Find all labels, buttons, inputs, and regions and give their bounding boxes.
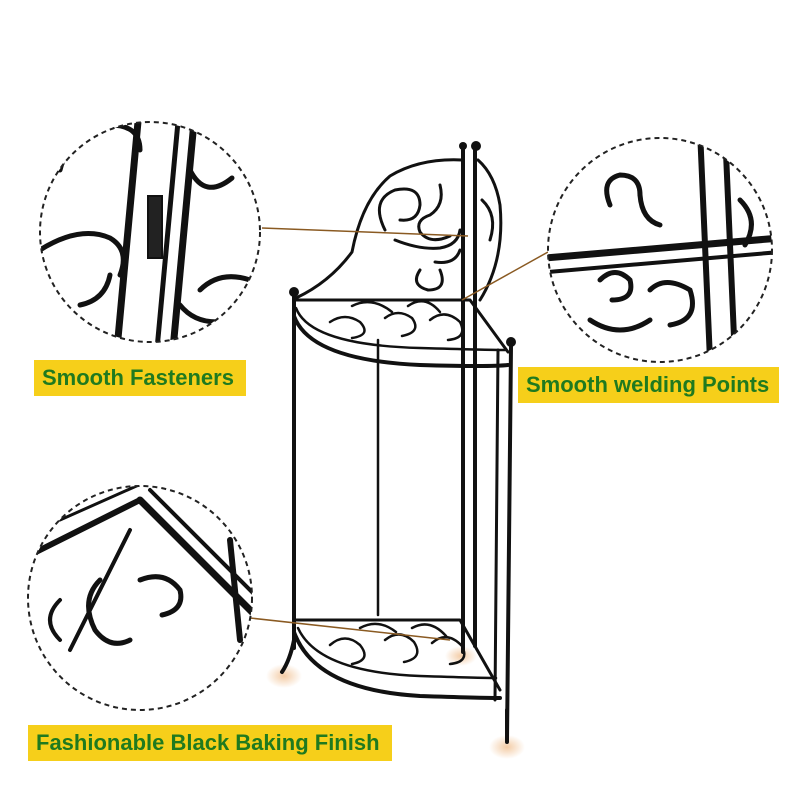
bottom-shelf-front [292, 630, 502, 700]
leader-lines [249, 227, 549, 641]
zoom-circle-finish [27, 485, 253, 711]
fastener-hinge [147, 195, 163, 259]
foot-glow-middle [445, 646, 477, 666]
top-shelf-front [292, 314, 510, 368]
zoom-border [547, 137, 773, 363]
front-finial-right [506, 337, 516, 347]
zoom-border [27, 485, 253, 711]
leader-finish [249, 617, 451, 641]
leader-fasteners [261, 227, 469, 237]
foot-glow-right [489, 735, 525, 759]
front-finial-left [289, 287, 299, 297]
post-finial-left [459, 142, 467, 150]
backrest-arch [294, 158, 464, 300]
foot-left [280, 638, 296, 674]
zoom-circle-welding [547, 137, 773, 363]
foot-glow-left [266, 664, 302, 688]
corner-shelf [266, 141, 525, 759]
label-smooth-fasteners: Smooth Fasteners [34, 360, 246, 396]
zoom-border [39, 121, 261, 343]
front-post-right [505, 344, 513, 742]
inner-post [493, 348, 500, 702]
zoom-circle-fasteners [39, 121, 261, 343]
post-finial-right [471, 141, 481, 151]
label-black-baking-finish: Fashionable Black Baking Finish [28, 725, 392, 761]
label-smooth-welding-points: Smooth welding Points [518, 367, 780, 403]
leader-welding [461, 251, 549, 301]
